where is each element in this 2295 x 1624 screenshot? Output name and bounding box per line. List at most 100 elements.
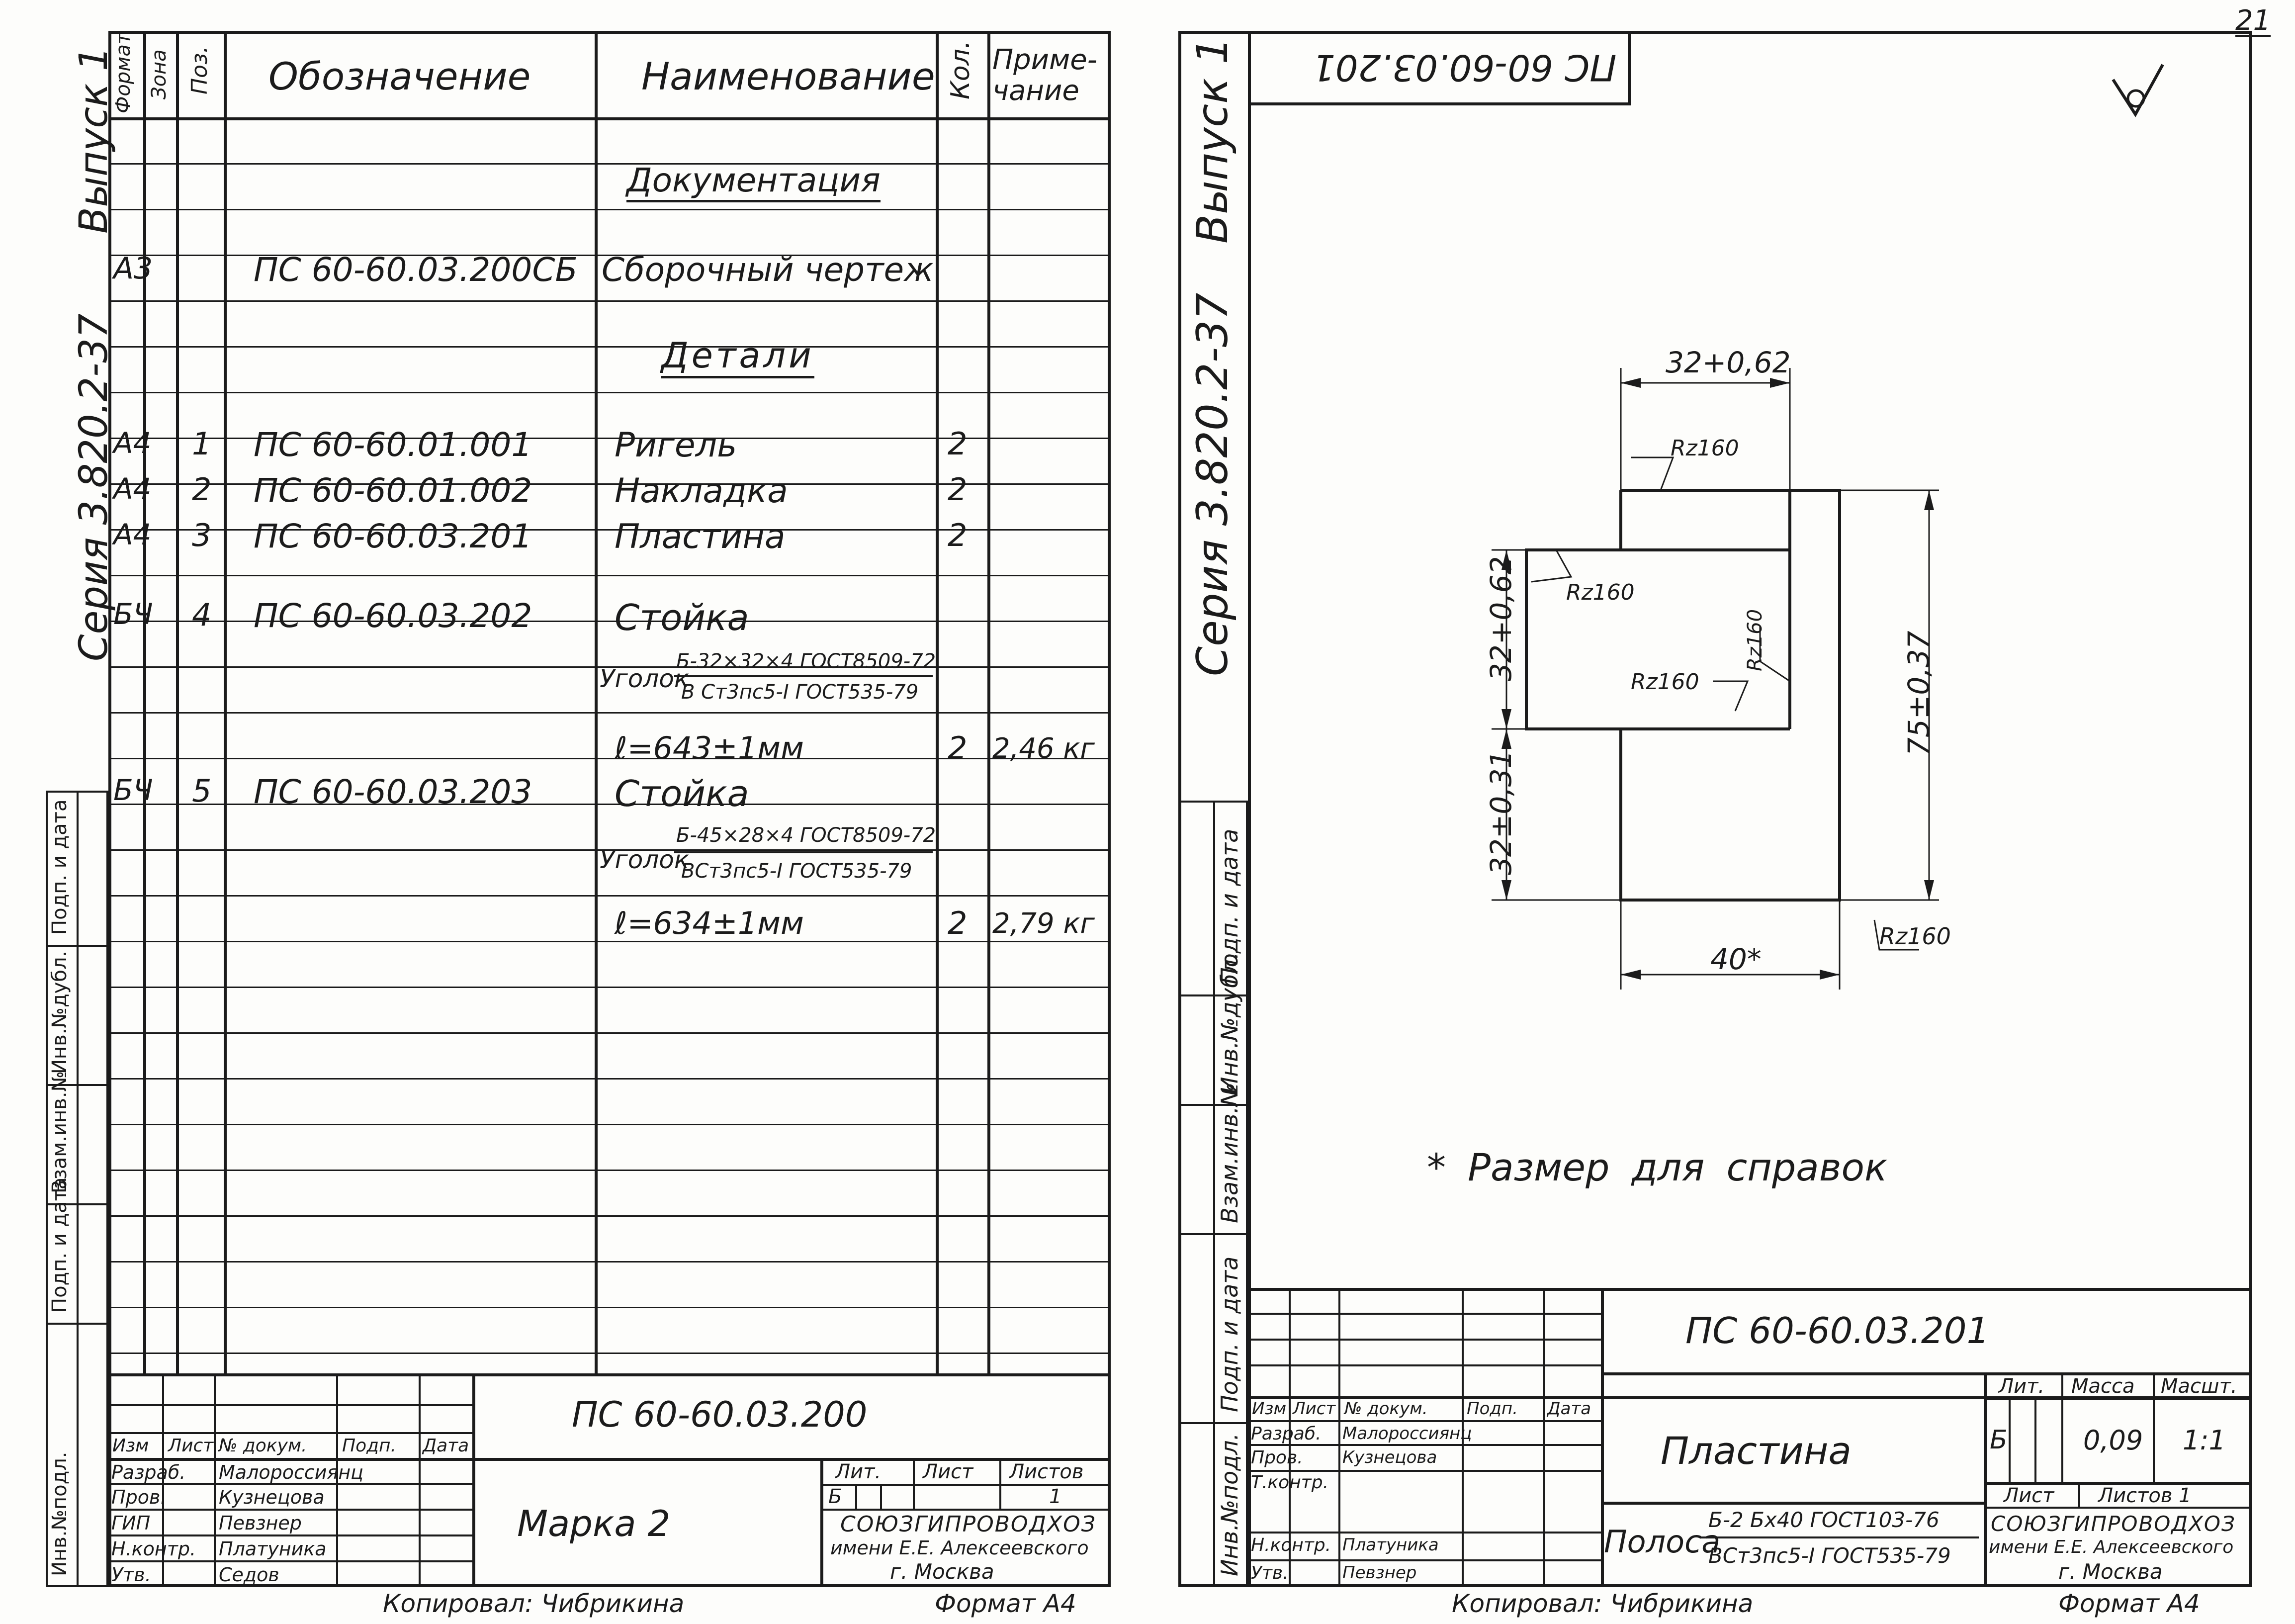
table-row-line bbox=[108, 255, 1111, 256]
drawing-tb-header: № докум. bbox=[1344, 1399, 1428, 1419]
spec-tb-person: Певзнер bbox=[219, 1512, 302, 1534]
spec-stamp-field: Подп. и дата bbox=[48, 1177, 71, 1313]
drawing-tb-header: Подп. bbox=[1467, 1399, 1518, 1419]
col-header-qty: Кол. bbox=[946, 40, 975, 100]
drawing-tb-material-bottom: ВСт3пс5-I ГОСТ535-79 bbox=[1708, 1543, 1951, 1568]
drawing-tb-scale: 1:1 bbox=[2183, 1425, 2226, 1456]
table-row-line bbox=[108, 1353, 1111, 1354]
dim-left-lower: 32±0,31 bbox=[1484, 750, 1518, 875]
dim-bottom-width: 40* bbox=[1710, 942, 1762, 976]
drawing-tb-title: Пластина bbox=[1661, 1429, 1852, 1473]
spec-name-cell: ℓ=643±1мм bbox=[615, 730, 804, 766]
spec-side-series: Серия 3.820.2-37 bbox=[72, 313, 116, 662]
spec-stamp-field: Инв.№подл. bbox=[48, 1451, 71, 1576]
rz-label: Rz160 bbox=[1631, 669, 1699, 695]
table-row-line bbox=[108, 438, 1111, 439]
table-row-line bbox=[108, 666, 1111, 668]
spec-tb-header: Изм bbox=[112, 1436, 149, 1456]
drawing-tb-org: СОЮЗГИПРОВОДХОЗ bbox=[1991, 1512, 2236, 1536]
col-header-format: Формат bbox=[112, 32, 135, 113]
table-row-line bbox=[108, 209, 1111, 210]
spec-tb-role: Утв. bbox=[111, 1564, 151, 1586]
col-header-pos: Поз. bbox=[187, 46, 212, 94]
spec-designation-cell: ПС 60-60.03.203 bbox=[254, 773, 532, 811]
table-row-line bbox=[108, 849, 1111, 851]
col-header-zone: Зона bbox=[148, 49, 171, 99]
dim-left-upper: 32+0,62 bbox=[1484, 556, 1518, 681]
rz-label: Rz160 bbox=[1879, 923, 1951, 950]
spec-name-fraction-top: Б-32×32×4 ГОСТ8509-72 bbox=[676, 650, 936, 673]
drawing-tb-lit-label: Лит. bbox=[1999, 1375, 2045, 1398]
table-row-line bbox=[108, 1215, 1111, 1217]
spec-name-cell: Пластина bbox=[615, 517, 786, 556]
spec-tb-role: ГИП bbox=[111, 1512, 151, 1534]
drawing-tb-material-top: Б-2 Бх40 ГОСТ103-76 bbox=[1708, 1508, 1940, 1532]
spec-designation-cell: ПС 60-60.03.201 bbox=[254, 517, 532, 555]
drawing-tb-role: Т.контр. bbox=[1251, 1472, 1329, 1493]
drawing-tb-person: Певзнер bbox=[1342, 1563, 1417, 1583]
drawing-tb-material-prefix: Полоса bbox=[1604, 1524, 1721, 1560]
spec-designation-cell: ПС 60-60.01.002 bbox=[254, 471, 532, 510]
spec-tb-role: Разраб. bbox=[111, 1461, 186, 1483]
spec-tb-lit: Б bbox=[828, 1485, 842, 1508]
spec-pos-cell: 5 bbox=[192, 773, 212, 809]
spec-designation-cell: ПС 60-60.03.200СБ bbox=[254, 251, 578, 289]
spec-format-cell: А3 bbox=[113, 251, 153, 286]
table-row-line bbox=[108, 163, 1111, 165]
table-row-line bbox=[108, 575, 1111, 576]
drawing-stamp-field: Инв.№дубл. bbox=[1216, 952, 1243, 1094]
spec-name-fraction-bottom: В Ст3пс5-I ГОСТ535-79 bbox=[681, 681, 919, 704]
dim-top-width: 32+0,62 bbox=[1666, 346, 1791, 379]
spec-tb-org: СОЮЗГИПРОВОДХОЗ bbox=[840, 1512, 1096, 1537]
spec-tb-header: Лист bbox=[168, 1436, 214, 1456]
drawing-tb-person: Малороссиянц bbox=[1342, 1424, 1472, 1444]
spec-tb-person: Малороссиянц bbox=[219, 1461, 364, 1483]
table-row-line bbox=[108, 1078, 1111, 1080]
spec-name-fraction-bottom: ВСт3пс5-I ГОСТ535-79 bbox=[681, 860, 912, 883]
spec-qty-cell: 2 bbox=[948, 730, 968, 766]
spec-tb-sheets-label: Листов bbox=[1009, 1460, 1084, 1483]
spec-format-cell: БЧ bbox=[113, 597, 153, 631]
drawing-side-issue: Выпуск 1 bbox=[1188, 37, 1237, 244]
spec-format-cell: БЧ bbox=[113, 773, 153, 807]
spec-side-issue: Выпуск 1 bbox=[72, 46, 116, 234]
rz-label: Rz160 bbox=[1744, 609, 1766, 671]
spec-note-cell: 2,79 кг bbox=[992, 907, 1095, 940]
spec-copied-by: Копировал: Чибрикина bbox=[383, 1589, 685, 1618]
roughness-mark-icon bbox=[2112, 64, 2164, 117]
table-row-line bbox=[108, 1307, 1111, 1308]
spec-tb-org: г. Москва bbox=[890, 1559, 994, 1584]
drawing-tb-header: Лист bbox=[1293, 1399, 1336, 1419]
drawing-inner-border bbox=[1248, 31, 1251, 1587]
part-drawing bbox=[1492, 368, 1939, 990]
drawing-tb-mass-label: Масса bbox=[2071, 1375, 2135, 1398]
spec-name-cell: Стойка bbox=[615, 773, 749, 814]
drawing-tb-role: Пров. bbox=[1251, 1447, 1303, 1468]
dim-right-height: 75±0,37 bbox=[1902, 631, 1936, 756]
table-row-line bbox=[108, 1261, 1111, 1263]
spec-sheet bbox=[108, 31, 1111, 1587]
drawing-tb-role: Разраб. bbox=[1251, 1424, 1322, 1444]
drawing-tb-org: имени Е.Е. Алексеевского bbox=[1989, 1537, 2234, 1557]
drawing-tb-header: Изм bbox=[1252, 1399, 1287, 1419]
spec-designation-cell: ПС 60-60.01.001 bbox=[254, 426, 532, 464]
table-row-line bbox=[108, 621, 1111, 622]
table-row-line bbox=[108, 712, 1111, 714]
table-row-line bbox=[108, 941, 1111, 942]
spec-stamp-field: Подп. и дата bbox=[48, 799, 71, 935]
spec-name-cell: Ригель bbox=[615, 426, 737, 465]
drawing-tb-role: Н.контр. bbox=[1251, 1535, 1331, 1555]
part-outline bbox=[1525, 489, 1841, 902]
table-row-line bbox=[108, 987, 1111, 988]
page-number: 21 bbox=[2235, 4, 2271, 37]
spec-tb-person: Кузнецова bbox=[219, 1486, 325, 1508]
spec-tb-role: Пров. bbox=[111, 1486, 167, 1508]
table-row-line bbox=[108, 1170, 1111, 1171]
drawing-tb-org: г. Москва bbox=[2058, 1559, 2163, 1584]
drawing-stamp-field: Инв.№подл. bbox=[1216, 1433, 1243, 1576]
spec-qty-cell: 2 bbox=[948, 905, 968, 941]
spec-title-block-top bbox=[108, 1373, 1111, 1376]
drawing-tb-designation: ПС 60-60.03.201 bbox=[1685, 1310, 1990, 1352]
drawing-tb-person: Платуника bbox=[1342, 1535, 1439, 1555]
table-row-line bbox=[108, 529, 1111, 531]
